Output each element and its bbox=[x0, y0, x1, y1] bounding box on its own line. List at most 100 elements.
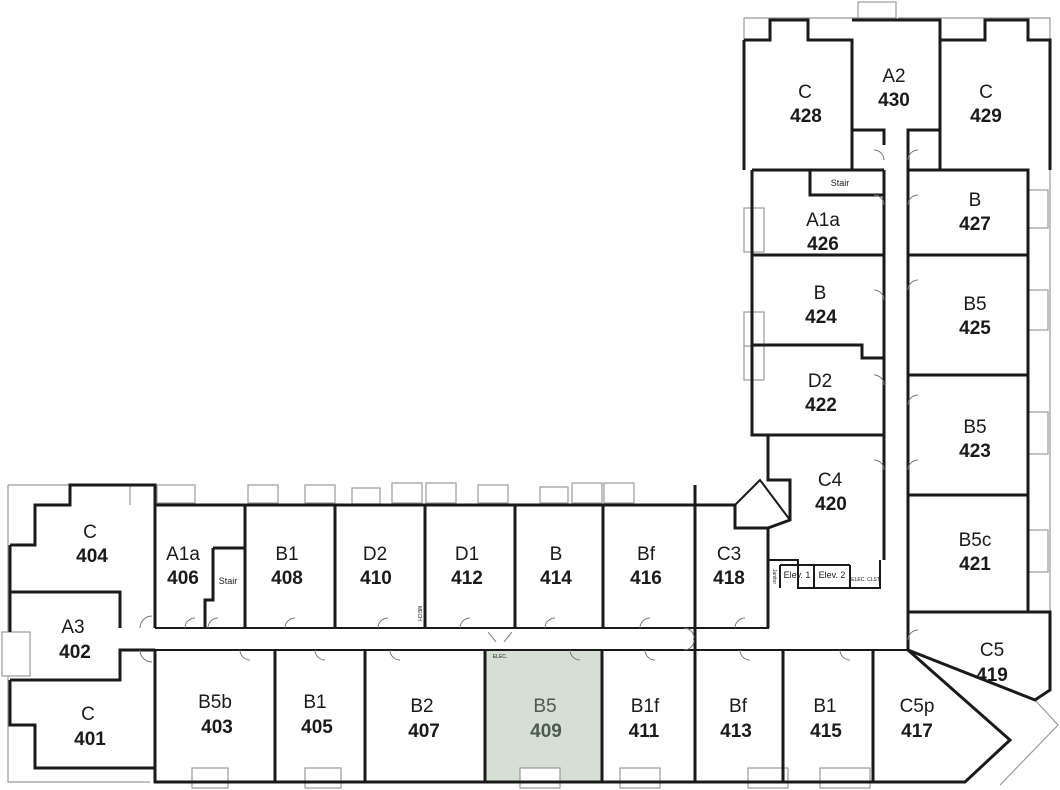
unit-type: A1a bbox=[806, 210, 840, 231]
unit-429[interactable]: C 429 bbox=[970, 82, 1002, 127]
unit-422[interactable]: D2 422 bbox=[805, 371, 837, 416]
unit-418[interactable]: C3 418 bbox=[713, 544, 745, 589]
unit-419[interactable]: C5 419 bbox=[976, 640, 1008, 686]
unit-403[interactable]: B5b 403 bbox=[198, 692, 233, 738]
unit-type: C5 bbox=[980, 640, 1004, 661]
unit-type: B bbox=[814, 283, 827, 304]
unit-404[interactable]: C 404 bbox=[76, 522, 108, 567]
unit-406[interactable]: A1a 406 bbox=[166, 544, 200, 589]
unit-type: A3 bbox=[61, 617, 84, 638]
unit-426[interactable]: A1a 426 bbox=[806, 210, 840, 255]
unit-type: B5 bbox=[963, 294, 986, 315]
unit-type: C bbox=[798, 82, 812, 103]
unit-type: B bbox=[550, 544, 563, 565]
unit-408[interactable]: B1 408 bbox=[271, 544, 303, 589]
unit-number: 426 bbox=[807, 234, 839, 255]
unit-type: B5 bbox=[963, 417, 986, 438]
unit-type: B2 bbox=[410, 696, 433, 717]
unit-number: 411 bbox=[629, 721, 660, 742]
unit-number: 418 bbox=[713, 568, 745, 589]
unit-407[interactable]: B2 407 bbox=[408, 696, 440, 742]
unit-number: 420 bbox=[815, 494, 847, 515]
unit-type: A1a bbox=[166, 544, 200, 565]
stair-north-label: Stair bbox=[831, 178, 850, 188]
unit-number: 425 bbox=[959, 318, 991, 339]
unit-423[interactable]: B5 423 bbox=[959, 417, 991, 462]
unit-414[interactable]: B 414 bbox=[540, 544, 572, 589]
unit-427[interactable]: B 427 bbox=[959, 190, 991, 235]
elev-1-label: Elev. 1 bbox=[784, 570, 811, 580]
unit-number: 414 bbox=[540, 568, 572, 589]
unit-type: C bbox=[979, 82, 993, 103]
unit-number: 402 bbox=[59, 642, 91, 663]
unit-type: B5 bbox=[533, 696, 556, 717]
unit-type: C5p bbox=[900, 696, 935, 717]
unit-type: B5c bbox=[959, 530, 992, 551]
elev-2-label: Elev. 2 bbox=[819, 570, 846, 580]
unit-type: D1 bbox=[455, 544, 479, 565]
unit-411[interactable]: B1f 411 bbox=[629, 696, 660, 742]
unit-type: D2 bbox=[808, 371, 832, 392]
unit-number: 419 bbox=[976, 665, 1008, 686]
unit-type: C3 bbox=[717, 544, 741, 565]
unit-number: 429 bbox=[970, 106, 1002, 127]
unit-type: C4 bbox=[818, 470, 843, 491]
unit-number: 417 bbox=[901, 721, 933, 742]
unit-type: D2 bbox=[363, 544, 387, 565]
stair-west-label: Stair bbox=[219, 576, 238, 586]
unit-type: B bbox=[969, 190, 982, 211]
unit-416[interactable]: Bf 416 bbox=[630, 544, 662, 589]
unit-number: 424 bbox=[805, 307, 837, 328]
unit-number: 423 bbox=[959, 441, 991, 462]
unit-number: 412 bbox=[451, 568, 483, 589]
unit-number: 406 bbox=[167, 568, 199, 589]
unit-413[interactable]: Bf 413 bbox=[720, 696, 752, 742]
unit-424[interactable]: B 424 bbox=[805, 283, 837, 328]
unit-number: 408 bbox=[271, 568, 303, 589]
unit-type: Bf bbox=[637, 544, 656, 565]
mech-label: MECH. bbox=[416, 606, 422, 622]
unit-405[interactable]: B1 405 bbox=[301, 692, 333, 738]
unit-type: C bbox=[83, 522, 97, 543]
walls bbox=[8, 18, 1052, 784]
unit-417[interactable]: C5p 417 bbox=[900, 696, 935, 742]
door-swings bbox=[139, 149, 919, 663]
unit-number: 409 bbox=[530, 721, 562, 742]
unit-number: 416 bbox=[630, 568, 662, 589]
unit-420[interactable]: C4 420 bbox=[815, 470, 847, 515]
unit-412[interactable]: D1 412 bbox=[451, 544, 483, 589]
unit-421[interactable]: B5c 421 bbox=[959, 530, 992, 575]
janitor-label: Janitor bbox=[771, 569, 777, 584]
unit-number: 421 bbox=[959, 554, 991, 575]
unit-number: 427 bbox=[959, 214, 991, 235]
unit-401[interactable]: C 401 bbox=[74, 704, 106, 750]
unit-type: B1 bbox=[275, 544, 298, 565]
unit-number: 407 bbox=[408, 721, 440, 742]
unit-number: 413 bbox=[720, 721, 752, 742]
unit-number: 404 bbox=[76, 546, 108, 567]
unit-number: 401 bbox=[74, 729, 106, 750]
unit-number: 405 bbox=[301, 717, 333, 738]
unit-430[interactable]: A2 430 bbox=[878, 66, 910, 111]
unit-number: 428 bbox=[790, 106, 822, 127]
unit-425[interactable]: B5 425 bbox=[959, 294, 991, 339]
unit-number: 403 bbox=[201, 717, 233, 738]
unit-type: B1f bbox=[631, 696, 660, 717]
unit-415[interactable]: B1 415 bbox=[810, 696, 842, 742]
elec-corridor-label: ELEC. bbox=[493, 654, 507, 660]
unit-402[interactable]: A3 402 bbox=[59, 617, 91, 663]
unit-type: B1 bbox=[303, 692, 326, 713]
unit-type: C bbox=[81, 704, 95, 725]
unit-number: 430 bbox=[878, 90, 910, 111]
unit-410[interactable]: D2 410 bbox=[360, 544, 392, 589]
unit-type: B1 bbox=[813, 696, 836, 717]
unit-number: 415 bbox=[810, 721, 842, 742]
elec-closet-label: ELEC. CLST. bbox=[851, 577, 880, 583]
unit-428[interactable]: C 428 bbox=[790, 82, 822, 127]
unit-number: 422 bbox=[805, 395, 837, 416]
unit-409[interactable]: B5 409 bbox=[530, 696, 562, 742]
unit-409-highlight bbox=[484, 649, 603, 783]
unit-number: 410 bbox=[360, 568, 392, 589]
